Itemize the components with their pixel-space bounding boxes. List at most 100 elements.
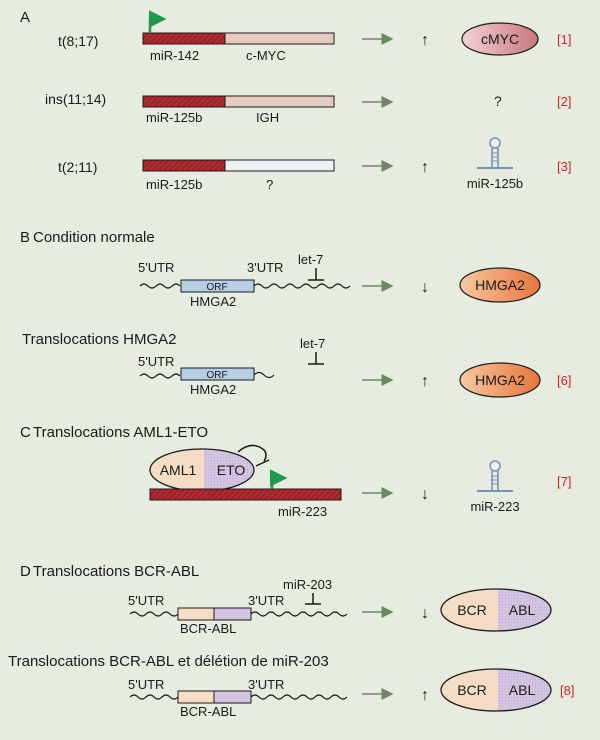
right-gene-label: ? [266, 177, 273, 192]
panel-b-row-2: 5'UTR ORF HMGA2 let-7 ↑ HMGA2 [6] [138, 336, 571, 398]
orf-box [180, 367, 255, 381]
orf-label: ORF [206, 282, 227, 293]
mirna-segment [142, 32, 226, 45]
panel-a-row-1: t(8;17) miR-142 c-MYC ↑ cMYC [1] [58, 10, 571, 63]
left-gene-label: miR-125b [146, 110, 202, 125]
gene-segment [224, 159, 335, 172]
left-gene-label: miR-125b [146, 177, 202, 192]
mirna-label: let-7 [298, 252, 323, 267]
promoter-arrow-icon [270, 469, 288, 489]
inhibition-icon [308, 268, 324, 281]
utr5-label: 5'UTR [138, 354, 174, 369]
complex-right-label: ETO [217, 462, 246, 478]
product-label: ? [494, 93, 502, 109]
gene-label: BCR-ABL [180, 621, 236, 636]
utr5-strand [139, 373, 181, 379]
panel-a-row-3: t(2;11) miR-125b ? ↑ miR-125b [3] [58, 137, 571, 192]
utr3-strand [250, 694, 348, 700]
expression-arrow: ↓ [421, 486, 429, 503]
utr3-label: 3'UTR [248, 677, 284, 692]
reference-label: [8] [560, 683, 574, 698]
utr5-strand [129, 611, 179, 617]
panel-d-letter: D [20, 563, 31, 580]
reference-label: [7] [557, 474, 571, 489]
product-outline [440, 668, 552, 712]
panel-c-row: AML1 ETO miR-223 ↓ miR-223 [7] [149, 444, 571, 519]
abl-segment [213, 690, 252, 704]
inhibition-icon [308, 352, 324, 365]
expression-arrow: ↓ [421, 605, 429, 622]
expression-arrow: ↑ [421, 373, 429, 390]
reference-label: [6] [557, 373, 571, 388]
mirna-segment [142, 159, 226, 172]
product-ellipse [461, 22, 539, 56]
expression-arrow: ↓ [421, 279, 429, 296]
product-right-label: ABL [509, 602, 536, 618]
hairpin-icon [477, 137, 513, 169]
utr3-label: 3'UTR [248, 593, 284, 608]
bcr-segment [177, 607, 215, 621]
panel-a-row-2: ins(11;14) miR-125b IGH ? [2] [45, 91, 571, 125]
mirna-label: let-7 [300, 336, 325, 351]
panel-c-title: Translocations AML1-ETO [33, 424, 208, 441]
utr5-strand [139, 283, 181, 289]
mirna-gene-bar [149, 488, 342, 501]
rearrangement-label: t(8;17) [58, 33, 98, 49]
product-left-label: BCR [457, 682, 487, 698]
repression-icon [237, 444, 270, 467]
reference-label: [1] [557, 32, 571, 47]
bcr-abl-product [441, 589, 551, 631]
gene-label: BCR-ABL [180, 704, 236, 719]
panel-d-title-2: Translocations BCR-ABL et délétion de mi… [8, 653, 329, 670]
panel-a-letter: A [20, 9, 30, 26]
product-outline [440, 588, 552, 632]
rearrangement-label: ins(11;14) [45, 91, 106, 107]
product-right-label: ABL [509, 682, 536, 698]
right-gene-label: IGH [256, 110, 279, 125]
product-ellipse [459, 362, 541, 398]
utr3-label: 3'UTR [247, 260, 283, 275]
inhibition-icon [305, 593, 321, 605]
abl-segment [213, 607, 252, 621]
panel-b-title: Condition normale [33, 229, 155, 246]
expression-arrow: ↑ [421, 159, 429, 176]
complex-left-label: AML1 [160, 462, 197, 478]
panel-b-letter: B [20, 229, 30, 246]
mirna-label: miR-203 [283, 577, 332, 592]
truncated-utr3 [253, 371, 275, 379]
product-left-label: BCR [457, 602, 487, 618]
utr5-strand [129, 694, 179, 700]
utr5-label: 5'UTR [128, 677, 164, 692]
panel-d-row-2: 5'UTR 3'UTR BCR-ABL ↑ BCR ABL [8] [128, 668, 574, 719]
expression-arrow: ↑ [421, 687, 429, 704]
product-ellipse [459, 267, 541, 303]
gene-segment [224, 32, 335, 45]
product-label: miR-223 [470, 499, 519, 514]
utr5-label: 5'UTR [128, 593, 164, 608]
hairpin-icon [477, 460, 513, 492]
utr3-strand [253, 283, 351, 289]
gene-label: HMGA2 [190, 382, 236, 397]
left-gene-label: miR-142 [150, 48, 199, 63]
product-label: miR-125b [467, 176, 523, 191]
gene-segment [224, 95, 335, 108]
gene-label: miR-223 [278, 504, 327, 519]
reference-label: [2] [557, 94, 571, 109]
panel-d-title: Translocations BCR-ABL [33, 563, 199, 580]
panel-b-row-1: 5'UTR 3'UTR ORF HMGA2 let-7 ↓ HMGA2 [138, 252, 541, 309]
panel-b-title-2: Translocations HMGA2 [22, 331, 177, 348]
reference-label: [3] [557, 159, 571, 174]
panel-d-row-1: 5'UTR 3'UTR BCR-ABL miR-203 ↓ BCR ABL [128, 577, 552, 636]
product-label: HMGA2 [475, 372, 525, 388]
panel-c-letter: C [20, 424, 31, 441]
promoter-arrow-icon [148, 10, 167, 33]
expression-arrow: ↑ [421, 32, 429, 49]
gene-label: HMGA2 [190, 294, 236, 309]
orf-label: ORF [206, 370, 227, 381]
utr5-label: 5'UTR [138, 260, 174, 275]
mirna-segment [142, 95, 226, 108]
right-gene-label: c-MYC [246, 48, 286, 63]
utr3-strand [250, 611, 348, 617]
